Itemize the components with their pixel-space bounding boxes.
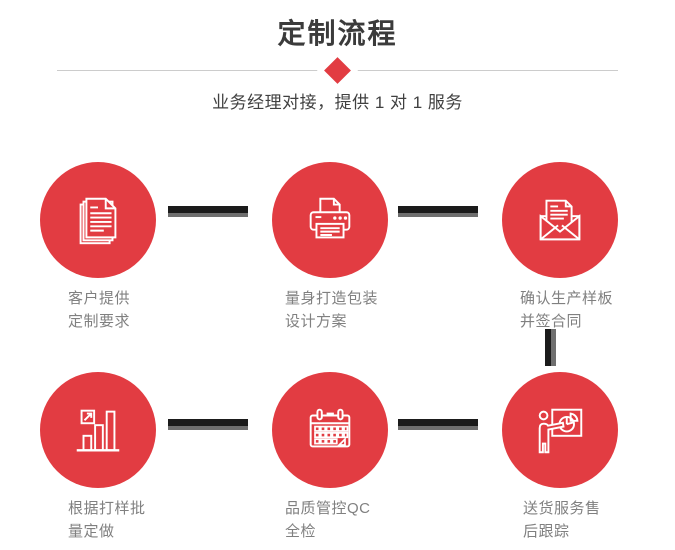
step-circle-delivery-tracking [502, 372, 618, 488]
label-line: 全检 [285, 523, 317, 540]
step-label-packaging-design: 量身打造包装 设计方案 [285, 287, 378, 333]
connector-step5-step6 [398, 419, 478, 430]
subtitle: 业务经理对接，提供 1 对 1 服务 [212, 93, 463, 112]
page-title: 定制流程 [277, 18, 398, 49]
presenter-icon [538, 408, 583, 454]
label-line: 根据打样批 [68, 500, 146, 517]
label-line: 送货服务售 [523, 500, 601, 517]
diamond-icon [324, 57, 351, 84]
calendar-icon [309, 408, 351, 448]
connector-step2-step3 [398, 206, 478, 217]
step-circle-customer-requirements [40, 162, 156, 278]
connector-step1-step2 [168, 206, 248, 217]
step-circle-batch-production [40, 372, 156, 488]
connector-step4-step5 [168, 419, 248, 430]
label-line: 设计方案 [285, 313, 348, 330]
step-circle-packaging-design [272, 162, 388, 278]
step-label-customer-requirements: 客户提供 定制要求 [68, 287, 130, 333]
step-circle-quality-control [272, 372, 388, 488]
step-label-delivery-tracking: 送货服务售 后跟踪 [523, 497, 601, 543]
label-line: 客户提供 [68, 290, 131, 307]
label-line: 品质管控QC [285, 500, 371, 517]
step-circle-sample-contract [502, 162, 618, 278]
step-label-batch-production: 根据打样批 量定做 [68, 497, 146, 543]
step-label-sample-contract: 确认生产样板 并签合同 [520, 287, 613, 333]
printer-icon [309, 197, 351, 239]
envelope-icon [539, 199, 581, 241]
connector-step3-step6 [545, 329, 556, 366]
label-line: 定制要求 [68, 313, 131, 330]
documents-icon [79, 197, 117, 245]
label-line: 量定做 [68, 523, 115, 540]
label-line: 并签合同 [520, 313, 583, 330]
label-line: 确认生产样板 [520, 290, 614, 307]
label-line: 量身打造包装 [285, 290, 379, 307]
step-label-quality-control: 品质管控QC 全检 [285, 497, 371, 543]
bar-chart-icon [76, 409, 120, 452]
label-line: 后跟踪 [523, 523, 570, 540]
